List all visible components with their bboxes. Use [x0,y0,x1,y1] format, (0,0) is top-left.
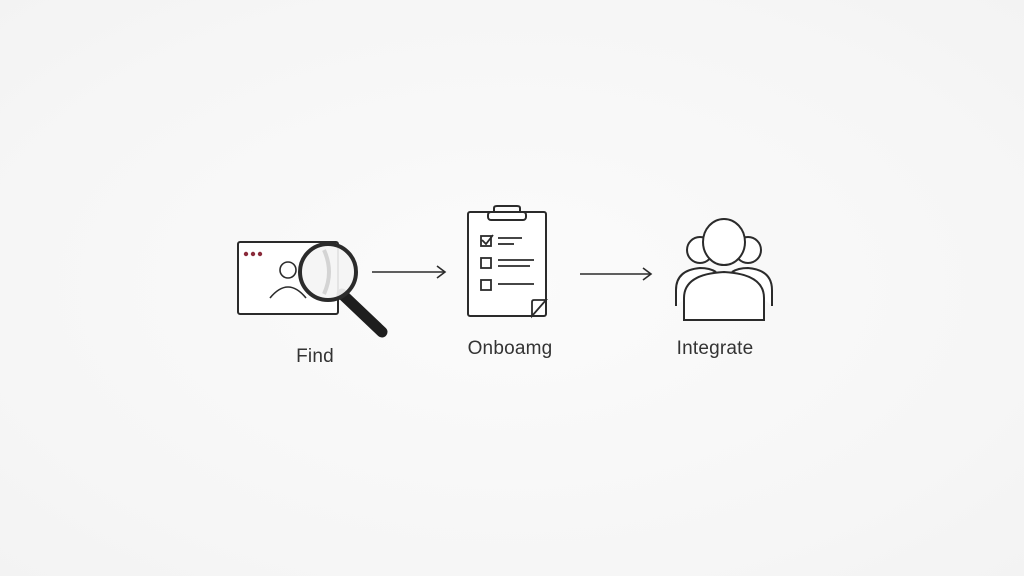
step-integrate: Integrate [650,216,780,360]
team-group-icon [675,218,773,321]
arrow-right-icon [372,265,447,279]
browser-magnifier-icon [237,241,388,338]
step-find: Find [230,232,400,368]
step-label-find: Find [296,346,334,367]
arrow-right-icon [580,267,653,281]
step-label-integrate: Integrate [676,338,754,359]
clipboard-checklist-icon [467,205,548,319]
step-onboarding: Onboamg [440,204,580,360]
step-label-onboarding: Onboamg [467,338,553,359]
